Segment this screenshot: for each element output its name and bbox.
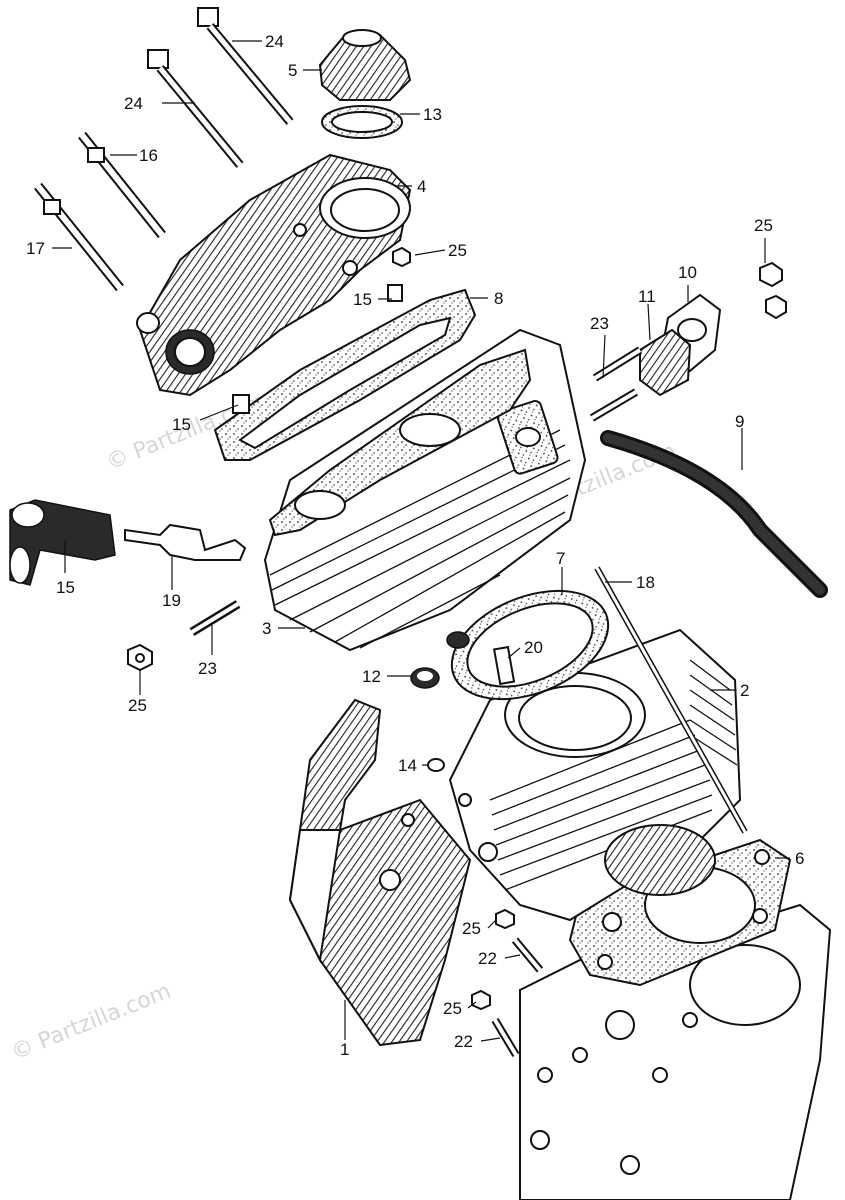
callout-19[interactable]: 18 bbox=[636, 573, 655, 592]
part-23-stud[interactable] bbox=[589, 346, 643, 422]
callout-12[interactable]: 12 bbox=[362, 667, 381, 686]
callout-6[interactable]: 6 bbox=[795, 849, 804, 868]
part-25-nut[interactable] bbox=[495, 908, 515, 930]
callout-7[interactable]: 7 bbox=[556, 549, 565, 568]
part-11-insulator[interactable] bbox=[639, 328, 692, 397]
callout-15[interactable]: 15 bbox=[172, 415, 191, 434]
part-24-bolt[interactable] bbox=[147, 49, 244, 168]
callout-17[interactable]: 16 bbox=[139, 146, 158, 165]
callout-3[interactable]: 3 bbox=[262, 619, 271, 638]
part-9-hose[interactable] bbox=[600, 430, 828, 598]
callout-15[interactable]: 15 bbox=[353, 290, 372, 309]
part-15-bolt[interactable] bbox=[387, 284, 403, 302]
callout-11[interactable]: 11 bbox=[638, 287, 656, 306]
callout-18[interactable]: 17 bbox=[26, 239, 45, 258]
part-5-cap[interactable] bbox=[318, 29, 412, 101]
part-4-head-cover[interactable] bbox=[136, 153, 412, 397]
callout-14[interactable]: 14 bbox=[398, 756, 417, 775]
part-22-stud[interactable] bbox=[491, 1017, 520, 1058]
part-15-bolt[interactable] bbox=[232, 394, 250, 414]
part-2-cylinder[interactable] bbox=[448, 628, 742, 922]
callout-4[interactable]: 4 bbox=[417, 177, 426, 196]
callout-22[interactable]: 22 bbox=[454, 1032, 473, 1051]
callout-25[interactable]: 25 bbox=[462, 919, 481, 938]
part-22-stud[interactable] bbox=[511, 937, 544, 973]
part-21-spark-plug[interactable] bbox=[124, 523, 247, 561]
callout-24[interactable]: 24 bbox=[124, 94, 143, 113]
part-19-stud[interactable] bbox=[594, 566, 748, 834]
callout-25[interactable]: 25 bbox=[443, 999, 462, 1018]
callout-8[interactable]: 8 bbox=[494, 289, 503, 308]
callout-25[interactable]: 25 bbox=[448, 241, 467, 260]
part-20-dowel-pin[interactable] bbox=[492, 645, 516, 686]
leader-lines bbox=[52, 40, 790, 1042]
callout-24[interactable]: 24 bbox=[265, 32, 284, 51]
part-17-stud[interactable] bbox=[78, 131, 166, 239]
callout-13[interactable]: 13 bbox=[423, 105, 442, 124]
part-13-o-ring[interactable] bbox=[321, 105, 403, 139]
part-25-nut[interactable] bbox=[392, 246, 411, 268]
part-25-nut[interactable] bbox=[471, 989, 491, 1011]
callout-16[interactable]: 15 bbox=[56, 578, 75, 597]
callout-22[interactable]: 22 bbox=[478, 949, 497, 968]
part-12-washer[interactable] bbox=[410, 631, 470, 689]
part-14-washer[interactable] bbox=[427, 758, 445, 772]
watermark-text: © Partzilla.com bbox=[8, 979, 175, 1066]
part-24-bolt[interactable] bbox=[197, 7, 294, 125]
callout-23[interactable]: 23 bbox=[590, 314, 609, 333]
callout-1[interactable]: 1 bbox=[340, 1040, 349, 1059]
callout-5[interactable]: 5 bbox=[288, 61, 297, 80]
part-16-plug-cap[interactable] bbox=[9, 499, 116, 586]
part-7-head-gasket[interactable] bbox=[436, 570, 624, 720]
callout-25[interactable]: 25 bbox=[754, 216, 773, 235]
callout-20[interactable]: 20 bbox=[524, 638, 543, 657]
part-1-cover[interactable] bbox=[288, 698, 472, 1047]
callout-23[interactable]: 23 bbox=[198, 659, 217, 678]
part-25-nut[interactable] bbox=[759, 261, 787, 320]
part-8-cover-gasket[interactable] bbox=[213, 288, 477, 461]
crankcase-outline bbox=[519, 903, 832, 1200]
part-18-stud[interactable] bbox=[34, 182, 124, 292]
callout-10[interactable]: 10 bbox=[678, 263, 697, 282]
part-23-stud[interactable] bbox=[189, 600, 241, 636]
callout-25[interactable]: 25 bbox=[128, 696, 147, 715]
part-25-nut[interactable] bbox=[127, 643, 153, 672]
callout-2[interactable]: 2 bbox=[740, 681, 749, 700]
callout-labels: 24 24 5 13 16 4 17 25 8 15 15 23 11 10 2… bbox=[26, 32, 804, 1059]
callout-21[interactable]: 19 bbox=[162, 591, 181, 610]
callout-9[interactable]: 9 bbox=[735, 412, 744, 431]
head-top-gasket bbox=[268, 348, 532, 537]
